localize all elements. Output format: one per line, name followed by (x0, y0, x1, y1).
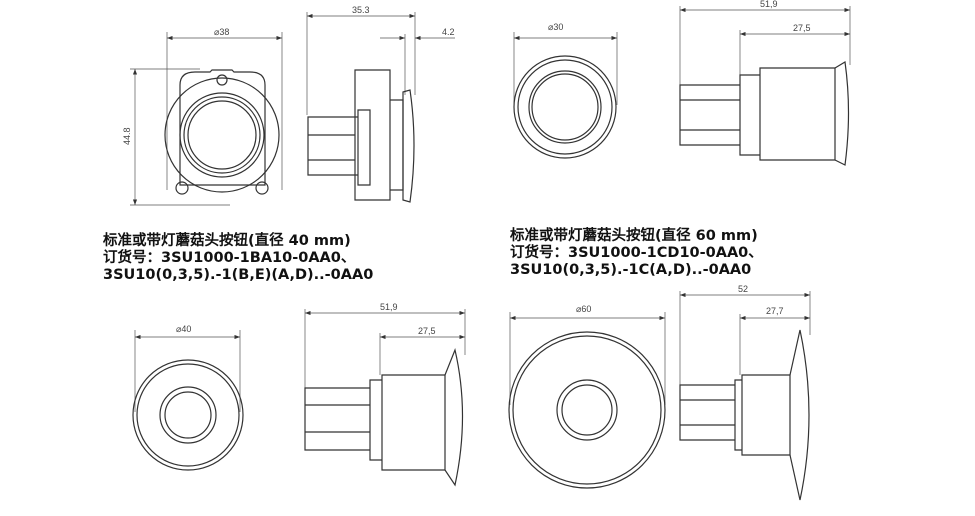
front-view-40mm-standard (130, 32, 283, 206)
dim-height-44-8: 44.8 (122, 127, 132, 145)
dim-diameter-30: ⌀30 (548, 22, 563, 32)
dim-depth-35-3: 35.3 (352, 5, 370, 15)
front-view-60mm (508, 312, 666, 489)
dim-cap-4-2: 4.2 (442, 27, 455, 37)
caption-60mm: 标准或带灯蘑菇头按钮(直径 60 mm) 订货号：3SU1000-1CD10-0… (510, 228, 763, 279)
dim-cap-27-7: 27,7 (766, 306, 784, 316)
dim-diameter-60: ⌀60 (576, 304, 591, 314)
caption-title: 标准或带灯蘑菇头按钮(直径 60 mm) (510, 228, 758, 244)
caption-title: 标准或带灯蘑菇头按钮(直径 40 mm) (103, 233, 351, 249)
dim-diameter-40: ⌀40 (176, 324, 191, 334)
side-view-30mm (679, 6, 851, 166)
dim-depth-52: 52 (738, 284, 748, 294)
caption-order-number-2: 3SU10(0,3,5).-1C(A,D)..-0AA0 (510, 262, 752, 278)
dim-depth-51-9-b: 51,9 (380, 302, 398, 312)
side-view-40mm (304, 309, 466, 487)
dim-diameter-38: ⌀38 (214, 27, 229, 37)
dim-depth-51-9: 51,9 (760, 0, 778, 9)
side-view-40mm-standard (306, 12, 455, 203)
caption-order-number: 订货号：3SU1000-1CD10-0AA0、 (510, 245, 763, 261)
caption-order-number: 订货号：3SU1000-1BA10-0AA0、 (103, 250, 356, 266)
dim-cap-27-5: 27,5 (793, 23, 811, 33)
caption-40mm: 标准或带灯蘑菇头按钮(直径 40 mm) 订货号：3SU1000-1BA10-0… (103, 233, 373, 284)
dim-cap-27-5-b: 27,5 (418, 326, 436, 336)
front-view-30mm (513, 32, 618, 159)
side-view-60mm (679, 291, 811, 501)
caption-order-number-2: 3SU10(0,3,5).-1(B,E)(A,D)..-0AA0 (103, 267, 374, 283)
front-view-40mm (132, 330, 244, 471)
